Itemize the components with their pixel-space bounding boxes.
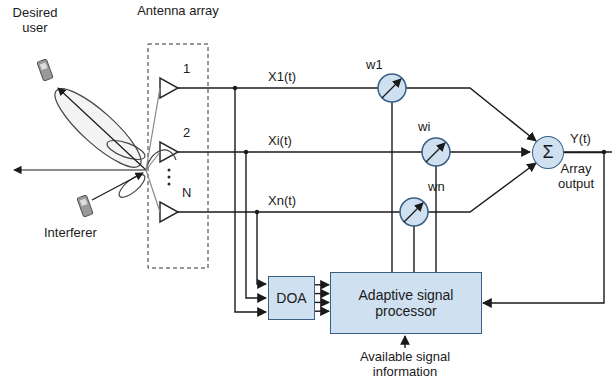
signal-name: Xn(t) <box>268 194 296 209</box>
element-number: 2 <box>183 126 190 141</box>
signal-name: Y(t) <box>570 132 591 147</box>
connector-arrow <box>315 293 329 294</box>
signal-wires <box>178 88 612 348</box>
connector-arrow <box>315 284 329 285</box>
user-label: Interferer <box>44 226 97 241</box>
node-text: Adaptive signal processor <box>337 287 475 319</box>
connector-arrow <box>315 311 329 312</box>
node-text: DOA <box>276 290 306 306</box>
signal-name: Xi(t) <box>268 134 292 149</box>
beam-pattern <box>14 79 176 212</box>
weight-name: wn <box>428 180 445 195</box>
connector-arrow <box>315 302 329 303</box>
weight-name: wi <box>418 120 430 135</box>
ellipsis-dots <box>168 169 171 186</box>
output-label: Array output <box>552 162 600 192</box>
weight-symbols <box>378 74 450 226</box>
element-number: 1 <box>183 62 190 77</box>
junction-dots <box>233 86 606 214</box>
signal-name: X1(t) <box>268 70 296 85</box>
array-title: Antenna array <box>136 4 220 19</box>
weight-name: w1 <box>366 58 383 73</box>
node-text: Σ <box>542 142 553 163</box>
element-number: N <box>182 186 191 201</box>
input-label: Available signal information <box>330 350 480 380</box>
processor-box: Adaptive signal processor <box>330 272 482 334</box>
phone-icons <box>37 59 93 217</box>
doa-box: DOA <box>268 276 315 320</box>
summer-circle: Σ <box>532 136 564 169</box>
user-label: Desired user <box>4 6 66 36</box>
connector-arrow <box>483 153 604 304</box>
